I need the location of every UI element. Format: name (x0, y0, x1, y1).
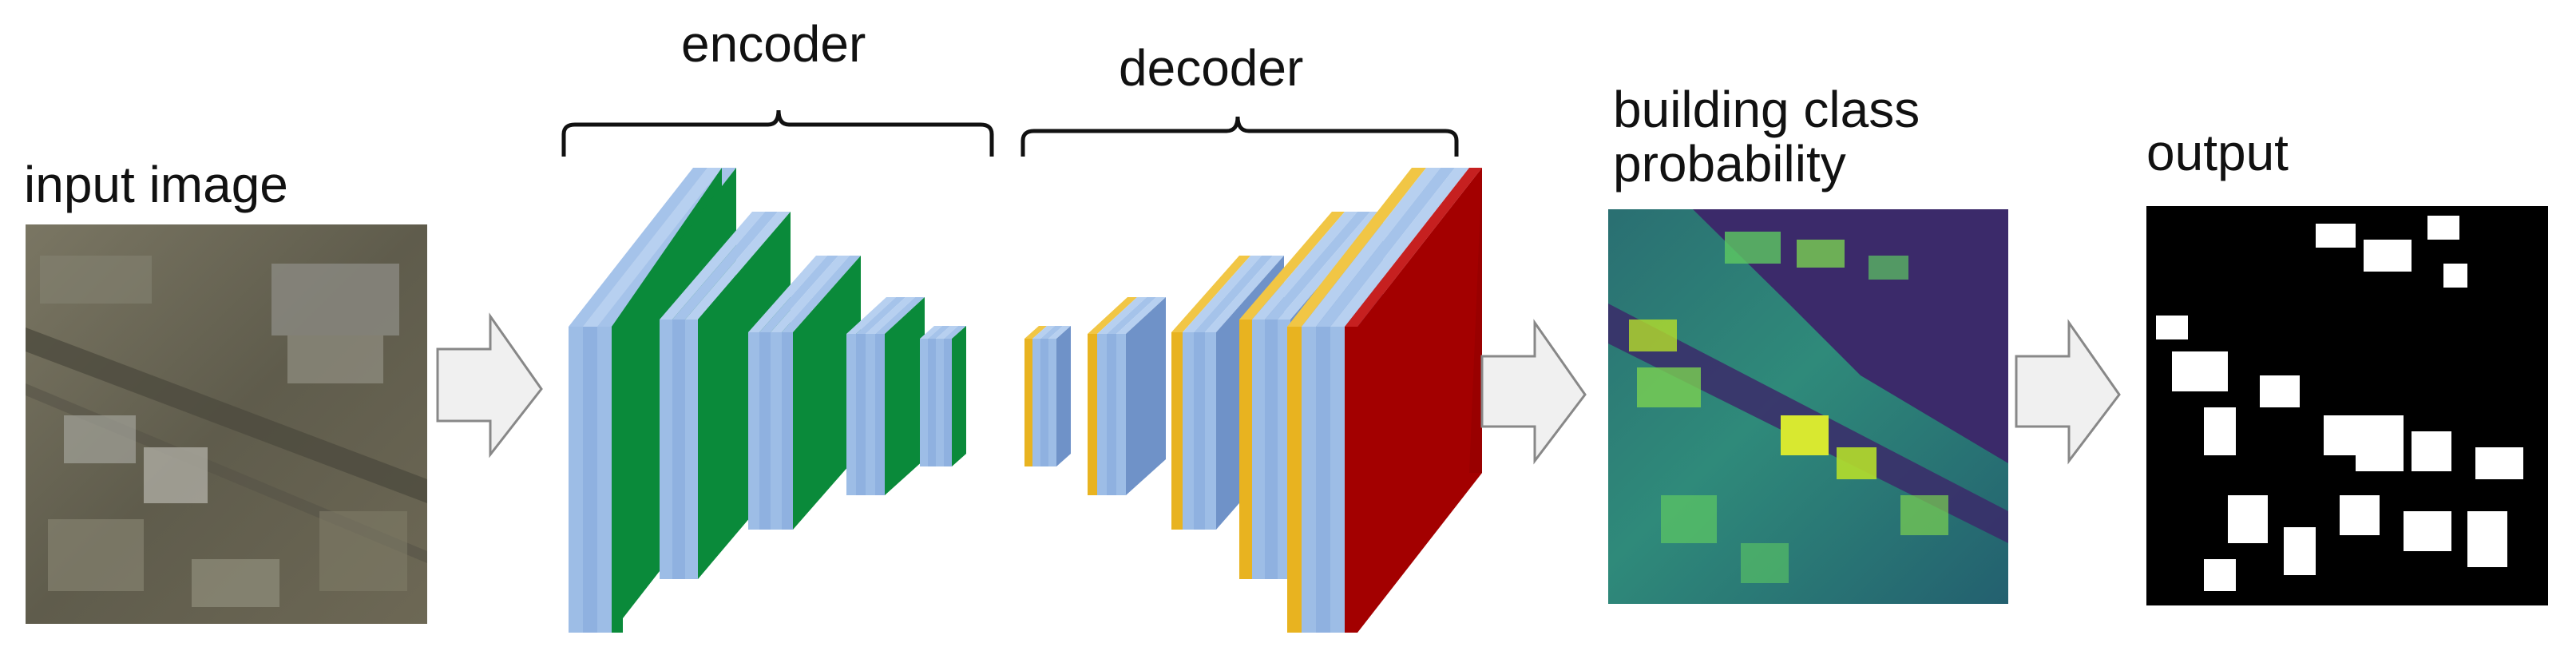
input-image-label: input image (24, 156, 288, 213)
decoder-block-2 (1088, 297, 1166, 495)
decoder-label: decoder (1119, 39, 1304, 97)
input-satellite-image (26, 224, 427, 624)
probability-map (1608, 209, 2008, 604)
encoder-block-3 (748, 256, 861, 530)
output-label: output (2146, 124, 2289, 181)
probability-label-line1: building class (1613, 81, 1920, 138)
arrow-1 (436, 312, 543, 458)
encoder-block-5 (920, 326, 966, 466)
output-mask (2146, 206, 2548, 605)
encoder-brace (561, 109, 994, 157)
arrow-3 (2015, 319, 2121, 465)
output-layer (1345, 168, 1482, 633)
encoder-label: encoder (681, 15, 866, 73)
encoder-block-4 (846, 297, 925, 495)
decoder-brace (1020, 116, 1459, 157)
decoder-block-1 (1024, 326, 1071, 466)
arrow-2 (1480, 319, 1587, 465)
decoder-block-5 (1287, 168, 1469, 633)
probability-label-line2: probability (1613, 135, 1846, 193)
